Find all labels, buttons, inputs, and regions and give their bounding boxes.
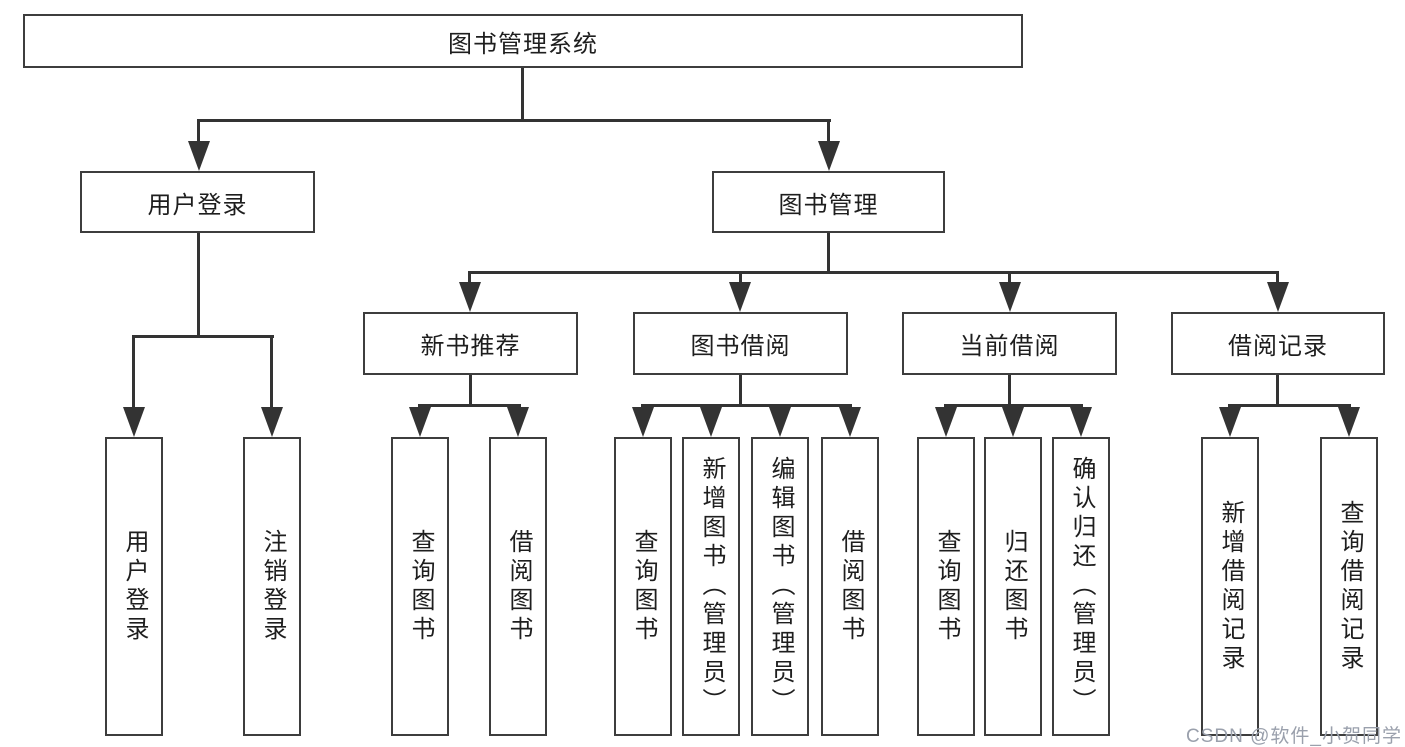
arrow-down-icon xyxy=(507,407,529,437)
connector-line xyxy=(418,404,521,407)
leaf-borrow-books: 借阅图书 xyxy=(821,437,879,736)
connector-line xyxy=(132,335,274,338)
leaf-add-borrow-record: 新增借阅记录 xyxy=(1201,437,1259,736)
arrow-down-icon xyxy=(839,407,861,437)
connector-line xyxy=(468,271,471,288)
connector-line xyxy=(1228,404,1351,407)
arrow-down-icon xyxy=(1219,407,1241,437)
arrow-down-icon xyxy=(409,407,431,437)
node-label: 借阅图书 xyxy=(837,528,864,645)
node-current-borrowing: 当前借阅 xyxy=(902,312,1117,375)
arrow-down-icon xyxy=(700,407,722,437)
node-label: 查询图书 xyxy=(933,528,960,645)
node-new-book-recommendation: 新书推荐 xyxy=(363,312,578,375)
connector-line xyxy=(739,271,742,288)
node-book-management: 图书管理 xyxy=(712,171,945,233)
node-label: 查询图书 xyxy=(407,528,434,645)
leaf-query-books: 查询图书 xyxy=(614,437,672,736)
leaf-query-books: 查询图书 xyxy=(391,437,449,736)
connector-line xyxy=(739,375,742,407)
leaf-add-books-admin: 新增图书（管理员） xyxy=(682,437,740,736)
node-label: 确认归还（管理员） xyxy=(1068,456,1095,717)
node-label: 用户登录 xyxy=(121,528,148,645)
node-book-borrowing: 图书借阅 xyxy=(633,312,848,375)
arrow-down-icon xyxy=(1002,407,1024,437)
connector-line xyxy=(197,233,200,338)
connector-line xyxy=(521,68,524,122)
node-label: 查询借阅记录 xyxy=(1336,499,1363,674)
leaf-borrow-books: 借阅图书 xyxy=(489,437,547,736)
connector-line xyxy=(1008,271,1011,288)
connector-line xyxy=(641,404,852,407)
arrow-down-icon xyxy=(123,407,145,437)
connector-line xyxy=(1008,375,1011,407)
arrow-down-icon xyxy=(1070,407,1092,437)
connector-line xyxy=(1276,375,1279,407)
node-label: 借阅图书 xyxy=(505,528,532,645)
arrow-down-icon xyxy=(999,282,1021,312)
connector-line xyxy=(1276,271,1279,288)
arrow-down-icon xyxy=(459,282,481,312)
node-borrowing-records: 借阅记录 xyxy=(1171,312,1385,375)
leaf-logout-login: 注销登录 xyxy=(243,437,301,736)
arrow-down-icon xyxy=(818,141,840,171)
connector-line xyxy=(468,271,1279,274)
node-user-login: 用户登录 xyxy=(80,171,315,233)
node-label: 注销登录 xyxy=(259,528,286,645)
connector-line xyxy=(197,119,200,149)
connector-line xyxy=(469,375,472,407)
leaf-query-books: 查询图书 xyxy=(917,437,975,736)
node-library-management-system: 图书管理系统 xyxy=(23,14,1023,68)
node-label: 新增借阅记录 xyxy=(1217,499,1244,674)
arrow-down-icon xyxy=(632,407,654,437)
connector-line xyxy=(270,335,273,413)
leaf-query-borrow-record: 查询借阅记录 xyxy=(1320,437,1378,736)
connector-line xyxy=(827,119,830,149)
arrow-down-icon xyxy=(1338,407,1360,437)
watermark-text: CSDN @软件_小贺同学 xyxy=(1186,726,1402,747)
arrow-down-icon xyxy=(261,407,283,437)
node-label: 新增图书（管理员） xyxy=(698,456,725,717)
node-label: 查询图书 xyxy=(630,528,657,645)
node-label: 编辑图书（管理员） xyxy=(767,456,794,717)
arrow-down-icon xyxy=(729,282,751,312)
leaf-confirm-return-admin: 确认归还（管理员） xyxy=(1052,437,1110,736)
leaf-edit-books-admin: 编辑图书（管理员） xyxy=(751,437,809,736)
connector-line xyxy=(197,119,831,122)
arrow-down-icon xyxy=(1267,282,1289,312)
connector-line xyxy=(132,335,135,413)
arrow-down-icon xyxy=(935,407,957,437)
arrow-down-icon xyxy=(188,141,210,171)
leaf-return-books: 归还图书 xyxy=(984,437,1042,736)
node-label: 归还图书 xyxy=(1000,528,1027,645)
arrow-down-icon xyxy=(769,407,791,437)
connector-line xyxy=(827,233,830,274)
leaf-user-login: 用户登录 xyxy=(105,437,163,736)
